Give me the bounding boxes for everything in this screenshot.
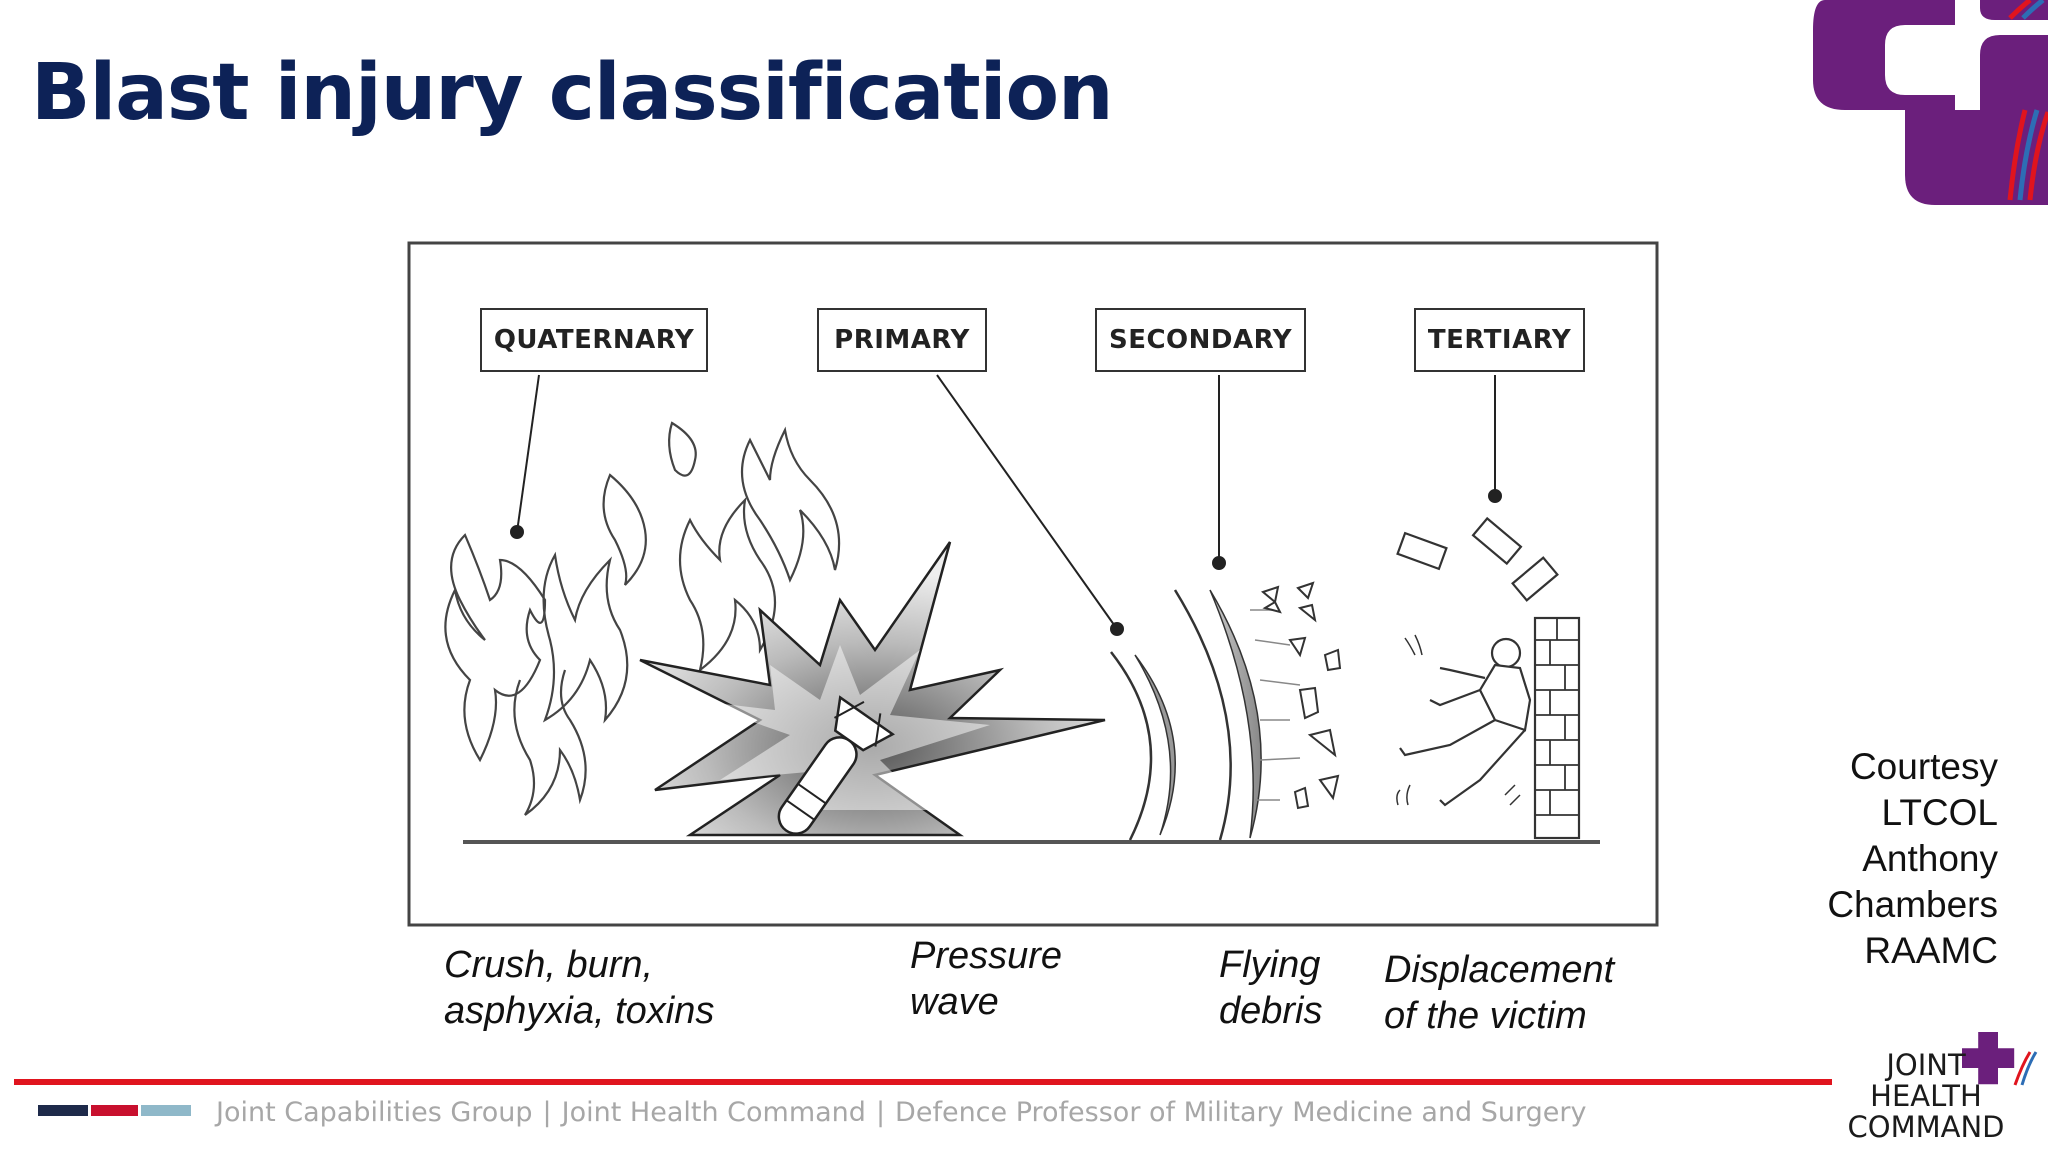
jhc-cross-logo-large <box>1813 0 2048 205</box>
footer-separator: | <box>875 1097 886 1128</box>
caption-line: Crush, burn, <box>444 944 654 986</box>
label-tertiary: TERTIARY <box>1414 308 1585 372</box>
caption-line: Flying <box>1219 944 1321 986</box>
footer-separator: | <box>542 1097 552 1128</box>
footer-stripe-navy <box>38 1105 88 1116</box>
credit-line: Chambers <box>1827 884 1998 925</box>
label-secondary: SECONDARY <box>1095 308 1306 372</box>
explosion-burst <box>639 541 1106 837</box>
leader-lines <box>510 374 1502 636</box>
caption-line: asphyxia, toxins <box>444 990 715 1032</box>
jhc-cross-icon <box>1962 1032 2038 1086</box>
image-credit: Courtesy LTCOL Anthony Chambers RAAMC <box>1827 744 1998 974</box>
jhc-logo-line: COMMAND <box>1847 1110 2005 1144</box>
label-tertiary-text: TERTIARY <box>1427 325 1572 355</box>
footer-text: Joint Capabilities Group | Joint Health Co… <box>216 1097 1587 1128</box>
pressure-wave-arcs <box>1110 589 1262 841</box>
footer-red-rule <box>14 1079 1832 1085</box>
caption-line: Pressure <box>910 935 1063 977</box>
slide-title: Blast injury classification <box>31 48 1114 138</box>
credit-line: Courtesy <box>1849 746 1998 787</box>
footer-stripe-red <box>91 1105 138 1116</box>
caption-line: of the victim <box>1384 995 1587 1037</box>
caption-line: Displacement <box>1384 949 1615 991</box>
footer-item: Defence Professor of Military Medicine a… <box>895 1097 1587 1128</box>
credit-line: LTCOL <box>1881 792 1998 833</box>
label-primary: PRIMARY <box>817 308 987 372</box>
label-quaternary: QUATERNARY <box>480 308 708 372</box>
flames-illustration <box>444 421 841 816</box>
credit-line: Anthony <box>1862 838 1998 879</box>
label-secondary-text: SECONDARY <box>1108 325 1293 355</box>
footer-item: Joint Health Command <box>561 1097 866 1128</box>
caption-primary: Pressure wave <box>910 933 1062 1025</box>
caption-line: wave <box>910 981 999 1023</box>
jhc-logo-line: HEALTH <box>1870 1079 1982 1113</box>
bomb-icon <box>777 695 896 835</box>
caption-quaternary: Crush, burn, asphyxia, toxins <box>444 942 714 1034</box>
caption-line: debris <box>1219 990 1323 1032</box>
footer-stripe-light <box>141 1105 191 1116</box>
jhc-logo-text: JOINT HEALTH COMMAND <box>1836 1050 2016 1143</box>
flying-debris <box>1250 581 1342 810</box>
jhc-logo-line: JOINT <box>1886 1048 1966 1082</box>
label-primary-text: PRIMARY <box>834 325 970 355</box>
caption-secondary: Flying debris <box>1219 942 1323 1034</box>
label-quaternary-text: QUATERNARY <box>493 325 695 355</box>
credit-line: RAAMC <box>1864 930 1998 971</box>
footer-item: Joint Capabilities Group <box>216 1097 533 1128</box>
caption-tertiary: Displacement of the victim <box>1384 947 1614 1039</box>
tertiary-scene <box>1396 516 1581 840</box>
